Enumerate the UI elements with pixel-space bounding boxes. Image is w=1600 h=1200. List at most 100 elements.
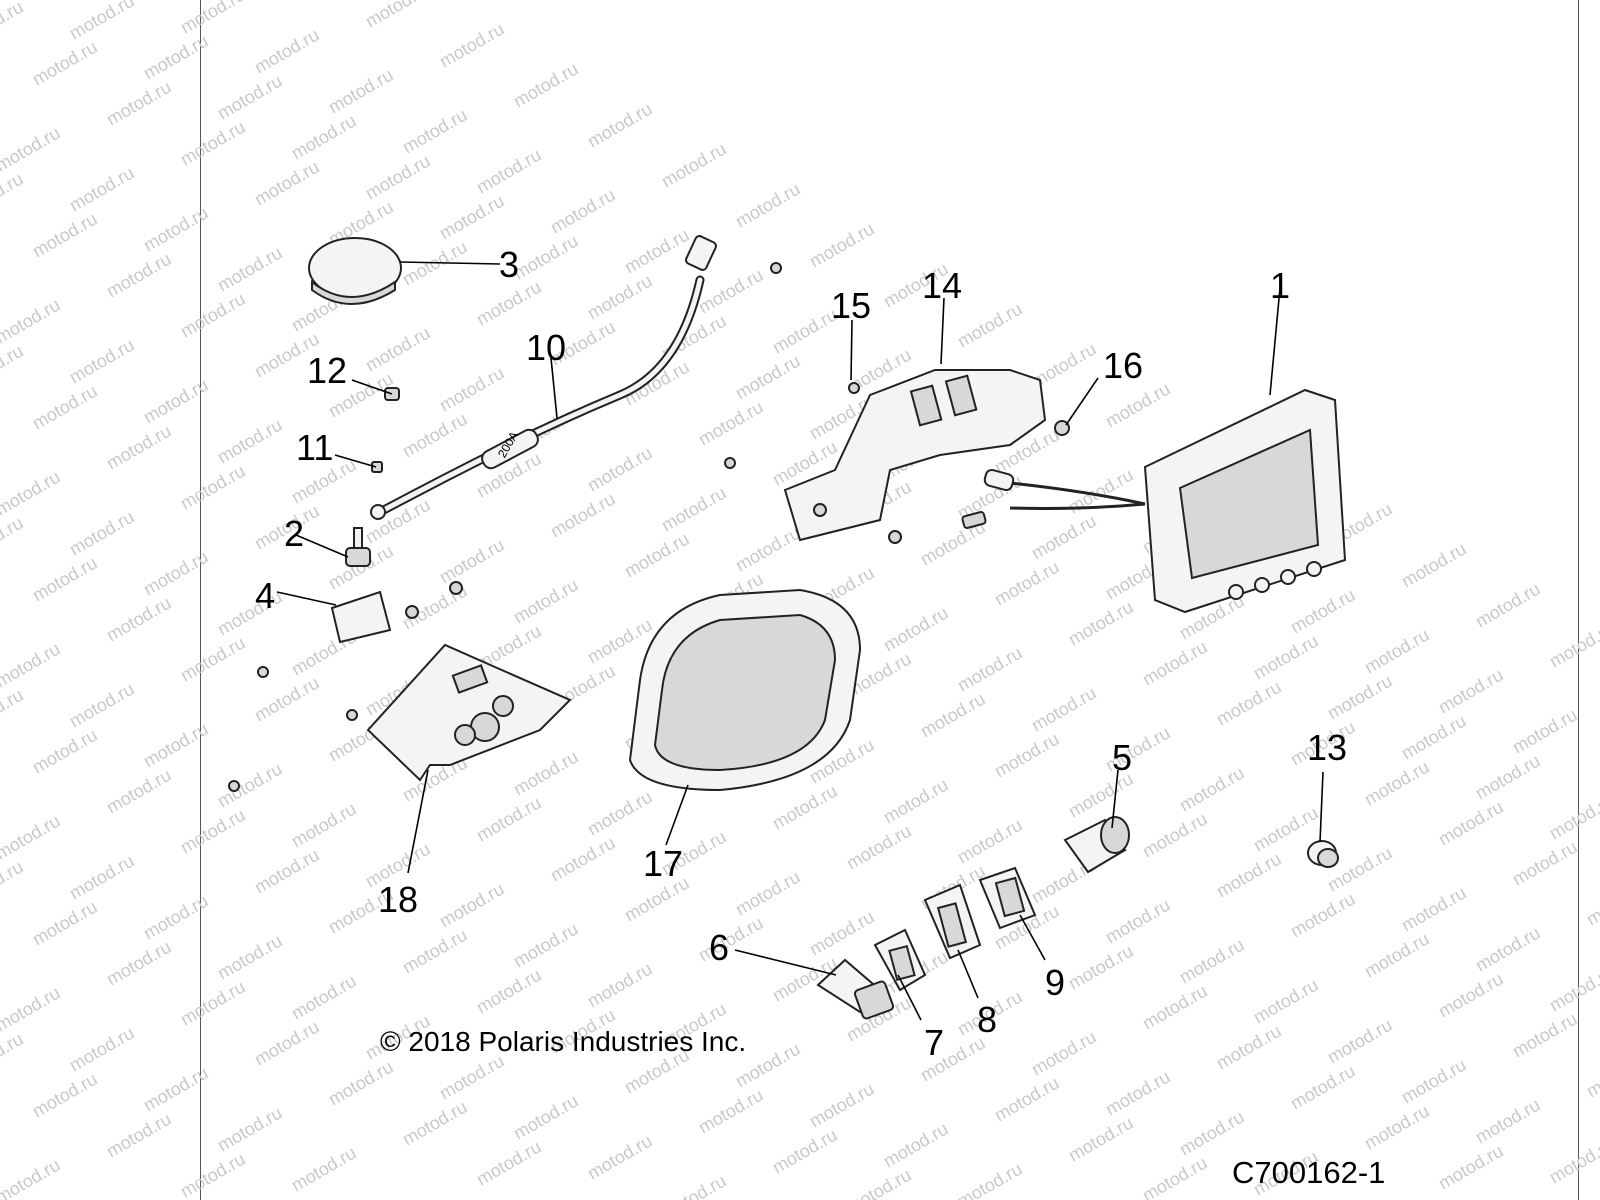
watermark-text: motod.ru bbox=[177, 461, 249, 514]
watermark-text: motod.ru bbox=[621, 529, 693, 582]
watermark-text: motod.ru bbox=[288, 799, 360, 852]
watermark-text: motod.ru bbox=[0, 685, 27, 738]
watermark-text: motod.ru bbox=[1324, 671, 1396, 724]
watermark-text: motod.ru bbox=[880, 775, 952, 828]
watermark-text: motod.ru bbox=[0, 467, 64, 520]
watermark-text: motod.ru bbox=[103, 593, 175, 646]
watermark-text: motod.ru bbox=[0, 295, 64, 348]
watermark-text: motod.ru bbox=[436, 19, 508, 72]
watermark-text: motod.ru bbox=[806, 907, 878, 960]
watermark-text: motod.ru bbox=[1139, 809, 1211, 862]
watermark-text: motod.ru bbox=[1398, 711, 1470, 764]
watermark-text: motod.ru bbox=[473, 793, 545, 846]
watermark-text: motod.ru bbox=[0, 639, 64, 692]
watermark-text: motod.ru bbox=[1472, 751, 1544, 804]
watermark-text: motod.ru bbox=[1176, 1107, 1248, 1160]
watermark-text: motod.ru bbox=[399, 1097, 471, 1150]
watermark-text: motod.ru bbox=[29, 209, 101, 262]
watermark-text: motod.ru bbox=[473, 145, 545, 198]
watermark-text: motod.ru bbox=[1213, 849, 1285, 902]
watermark-text: motod.ru bbox=[658, 1171, 730, 1200]
watermark-text: motod.ru bbox=[362, 0, 434, 31]
watermark-text: motod.ru bbox=[510, 231, 582, 284]
watermark-text: motod.ru bbox=[1028, 683, 1100, 736]
leader-lines bbox=[276, 261, 1324, 1021]
watermark-text: motod.ru bbox=[0, 857, 27, 910]
watermark-text: motod.ru bbox=[66, 851, 138, 904]
watermark-text: motod.ru bbox=[1102, 895, 1174, 948]
watermark-text: motod.ru bbox=[584, 443, 656, 496]
watermark-text: motod.ru bbox=[66, 335, 138, 388]
watermark-text: motod.ru bbox=[1435, 1141, 1507, 1194]
part-5-power-socket bbox=[1063, 816, 1130, 874]
watermark-text: motod.ru bbox=[1398, 539, 1470, 592]
watermark-text: motod.ru bbox=[1509, 1009, 1581, 1062]
watermark-text: motod.ru bbox=[436, 535, 508, 588]
watermark-text: motod.ru bbox=[325, 1057, 397, 1110]
diagram-code: C700162-1 bbox=[1232, 1155, 1386, 1190]
watermark-text: motod.ru bbox=[510, 919, 582, 972]
watermark-text: motod.ru bbox=[1287, 1061, 1359, 1114]
watermark-text: motod.ru bbox=[66, 679, 138, 732]
watermark-text: motod.ru bbox=[769, 781, 841, 834]
watermark-text: motod.ru bbox=[1361, 929, 1433, 982]
watermark-text: motod.ru bbox=[695, 265, 767, 318]
watermark-text: motod.ru bbox=[103, 937, 175, 990]
watermark-text: motod.ru bbox=[399, 925, 471, 978]
watermark-text: motod.ru bbox=[1102, 379, 1174, 432]
watermark-text: motod.ru bbox=[399, 105, 471, 158]
watermark-text: motod.ru bbox=[0, 0, 27, 49]
watermark-text: motod.ru bbox=[880, 603, 952, 656]
watermark-text: motod.ru bbox=[251, 1017, 323, 1070]
part-13-plug-cap bbox=[1307, 840, 1339, 868]
watermark-text: motod.ru bbox=[29, 725, 101, 778]
watermark-text: motod.ru bbox=[1287, 889, 1359, 942]
watermark-text: motod.ru bbox=[732, 523, 804, 576]
watermark-text: motod.ru bbox=[0, 123, 64, 176]
watermark-text: motod.ru bbox=[288, 1143, 360, 1196]
watermark-text: motod.ru bbox=[177, 977, 249, 1030]
watermark-text: motod.ru bbox=[103, 421, 175, 474]
watermark-text: motod.ru bbox=[103, 249, 175, 302]
callout-17: 17 bbox=[643, 843, 684, 884]
watermark-text: motod.ru bbox=[1065, 941, 1137, 994]
watermark-text: motod.ru bbox=[362, 151, 434, 204]
watermark-text: motod.ru bbox=[584, 959, 656, 1012]
watermark-text: motod.ru bbox=[1546, 963, 1600, 1016]
watermark-text: motod.ru bbox=[584, 1131, 656, 1184]
watermark-text: motod.ru bbox=[917, 689, 989, 742]
watermark-text: motod.ru bbox=[214, 415, 286, 468]
watermark-text: motod.ru bbox=[1361, 625, 1433, 678]
watermark-text: motod.ru bbox=[140, 31, 212, 84]
watermark-text: motod.ru bbox=[954, 643, 1026, 696]
watermark-text: motod.ru bbox=[0, 513, 27, 566]
watermark-text: motod.ru bbox=[1472, 579, 1544, 632]
callout-4: 4 bbox=[255, 575, 276, 616]
watermark-text: motod.ru bbox=[1102, 1067, 1174, 1120]
watermark-text: motod.ru bbox=[695, 913, 767, 966]
watermark-text: motod.ru bbox=[880, 1119, 952, 1172]
watermark-text: motod.ru bbox=[214, 1103, 286, 1156]
watermark-text: motod.ru bbox=[1324, 1015, 1396, 1068]
watermark-text: motod.ru bbox=[991, 729, 1063, 782]
watermark-text: motod.ru bbox=[584, 787, 656, 840]
watermark-text: motod.ru bbox=[621, 225, 693, 278]
watermark-text: motod.ru bbox=[29, 381, 101, 434]
watermark-text: motod.ru bbox=[473, 965, 545, 1018]
callout-2: 2 bbox=[284, 513, 305, 554]
watermark-text: motod.ru bbox=[29, 1069, 101, 1122]
callout-16: 16 bbox=[1103, 345, 1144, 386]
callout-18: 18 bbox=[378, 879, 419, 920]
callout-13: 13 bbox=[1307, 727, 1348, 768]
watermark-text: motod.ru bbox=[140, 375, 212, 428]
watermark-text: motod.ru bbox=[473, 1137, 545, 1190]
watermark-text: motod.ru bbox=[1065, 597, 1137, 650]
watermark-text: motod.ru bbox=[1065, 1113, 1137, 1166]
watermark-text: motod.ru bbox=[1287, 585, 1359, 638]
callout-6: 6 bbox=[709, 927, 730, 968]
watermark-text: motod.ru bbox=[66, 1023, 138, 1076]
watermark-text: motod.ru bbox=[177, 1149, 249, 1200]
watermark-text: motod.ru bbox=[1028, 1027, 1100, 1080]
part-6-key-switch bbox=[816, 958, 895, 1020]
watermark-text: motod.ru bbox=[1176, 935, 1248, 988]
